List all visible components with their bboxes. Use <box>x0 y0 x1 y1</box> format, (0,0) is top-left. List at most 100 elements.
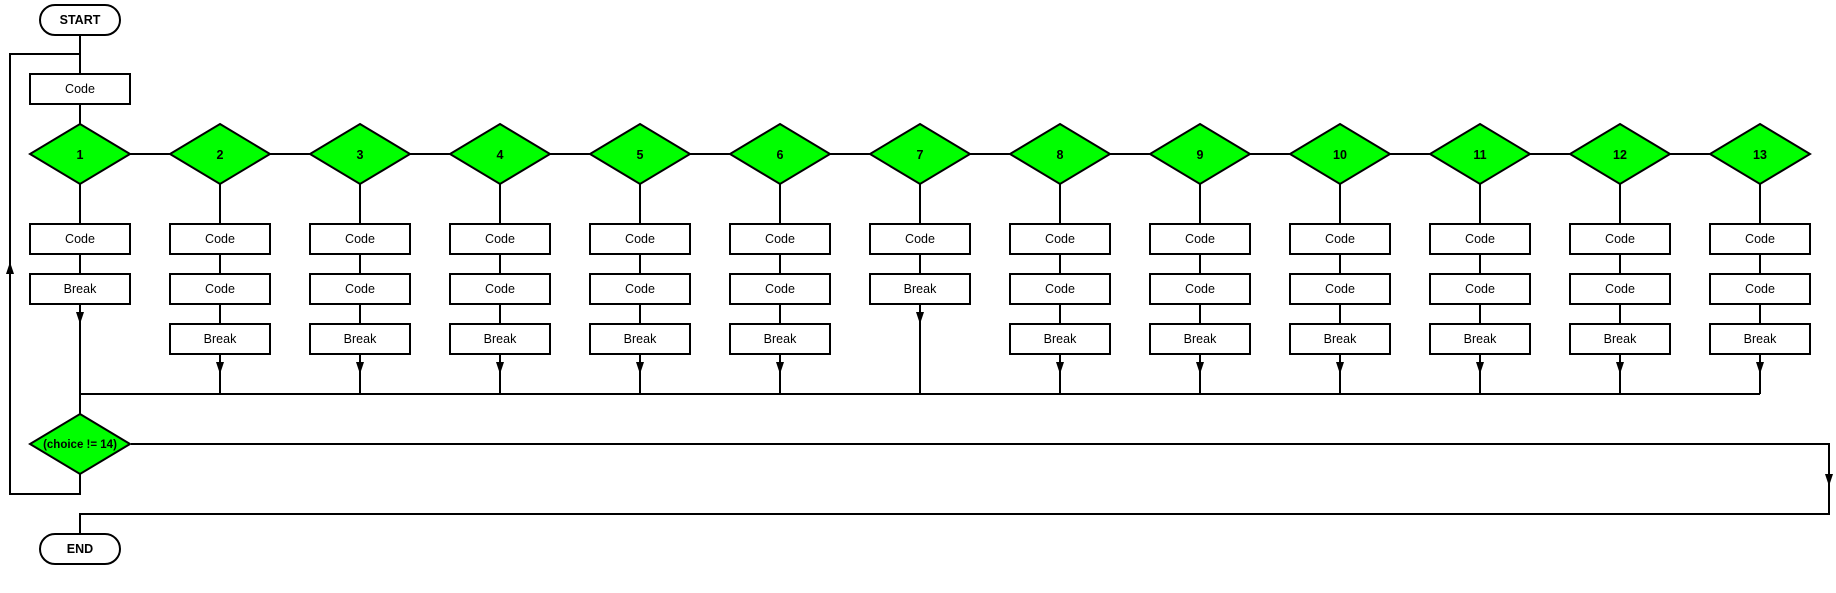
case-label: 2 <box>217 148 224 162</box>
flow-arrow-head <box>1756 362 1764 374</box>
flow-arrow-head <box>776 362 784 374</box>
process-box-label: Code <box>345 282 375 296</box>
flow-arrow-head <box>76 312 84 324</box>
process-box-label: Code <box>205 232 235 246</box>
process-box: Code <box>1009 273 1111 305</box>
process-box-label: Code <box>1465 282 1495 296</box>
case-decision-9: 9 <box>1148 122 1252 186</box>
process-box-label: Code <box>345 232 375 246</box>
process-box-label: Code <box>65 232 95 246</box>
case-decision-2: 2 <box>168 122 272 186</box>
process-box: Break <box>1709 323 1811 355</box>
process-box-label: Break <box>1184 332 1217 346</box>
process-box-label: Code <box>1605 232 1635 246</box>
process-box-label: Break <box>64 282 97 296</box>
case-decision-1: 1 <box>28 122 132 186</box>
process-box-label: Break <box>904 282 937 296</box>
process-box: Code <box>309 273 411 305</box>
process-box: Break <box>589 323 691 355</box>
process-box-label: Code <box>1745 232 1775 246</box>
loop-back-line <box>9 53 81 495</box>
flow-arrow-head <box>1336 362 1344 374</box>
start-terminal: START <box>39 4 121 36</box>
process-box-label: Break <box>764 332 797 346</box>
case-label: 5 <box>637 148 644 162</box>
case-label: 3 <box>357 148 364 162</box>
flow-arrow-head <box>916 312 924 324</box>
flow-arrow-head <box>1196 362 1204 374</box>
process-box: Code <box>169 223 271 255</box>
process-box: Code <box>729 223 831 255</box>
loop-condition-decision: (choice != 14) <box>28 412 132 476</box>
process-box: Code <box>1149 223 1251 255</box>
process-box: Code <box>1429 223 1531 255</box>
flow-arrow-head <box>216 362 224 374</box>
process-box-label: Code <box>1745 282 1775 296</box>
case-label: 10 <box>1333 148 1347 162</box>
process-box: Break <box>1289 323 1391 355</box>
process-box-label: Break <box>624 332 657 346</box>
end-label: END <box>67 542 93 556</box>
flow-arrow-head <box>1476 362 1484 374</box>
case-decision-8: 8 <box>1008 122 1112 186</box>
process-box-label: Break <box>1464 332 1497 346</box>
process-box-label: Code <box>1045 282 1075 296</box>
case-decision-6: 6 <box>728 122 832 186</box>
process-box: Break <box>1009 323 1111 355</box>
process-box: Code <box>29 223 131 255</box>
process-box: Break <box>1429 323 1531 355</box>
process-box: Code <box>1149 273 1251 305</box>
process-box-label: Code <box>765 282 795 296</box>
process-box: Code <box>1709 223 1811 255</box>
flow-arrow-head <box>356 362 364 374</box>
process-box: Code <box>309 223 411 255</box>
process-box: Break <box>29 273 131 305</box>
case-label: 12 <box>1613 148 1627 162</box>
process-box-label: Code <box>765 232 795 246</box>
case-label: 7 <box>917 148 924 162</box>
process-box-label: Break <box>344 332 377 346</box>
process-box: Code <box>869 223 971 255</box>
process-box: Break <box>169 323 271 355</box>
exit-arrow <box>1825 474 1833 486</box>
process-box-label: Code <box>1465 232 1495 246</box>
process-box-label: Code <box>485 282 515 296</box>
process-box-label: Code <box>205 282 235 296</box>
process-box: Code <box>1009 223 1111 255</box>
case-label: 11 <box>1473 148 1486 162</box>
process-box-label: Code <box>1185 232 1215 246</box>
process-box: Break <box>869 273 971 305</box>
process-box: Code <box>589 223 691 255</box>
flow-arrow-head <box>1056 362 1064 374</box>
process-box-label: Code <box>1185 282 1215 296</box>
process-box-label: Break <box>1744 332 1777 346</box>
process-box: Code <box>1569 223 1671 255</box>
process-box-label: Break <box>1044 332 1077 346</box>
process-box: Break <box>1569 323 1671 355</box>
process-box: Code <box>1709 273 1811 305</box>
case-decision-7: 7 <box>868 122 972 186</box>
case-label: 9 <box>1197 148 1204 162</box>
process-box-label: Break <box>1324 332 1357 346</box>
process-box-label: Code <box>1325 232 1355 246</box>
case-decision-3: 3 <box>308 122 412 186</box>
process-box: Code <box>729 273 831 305</box>
process-box-label: Code <box>485 232 515 246</box>
case-decision-12: 12 <box>1568 122 1672 186</box>
process-box: Code <box>589 273 691 305</box>
case-decision-4: 4 <box>448 122 552 186</box>
entry-code-label: Code <box>65 82 95 96</box>
exit-line <box>79 443 1830 534</box>
process-box: Break <box>1149 323 1251 355</box>
process-box: Code <box>1429 273 1531 305</box>
case-decision-13: 13 <box>1708 122 1812 186</box>
